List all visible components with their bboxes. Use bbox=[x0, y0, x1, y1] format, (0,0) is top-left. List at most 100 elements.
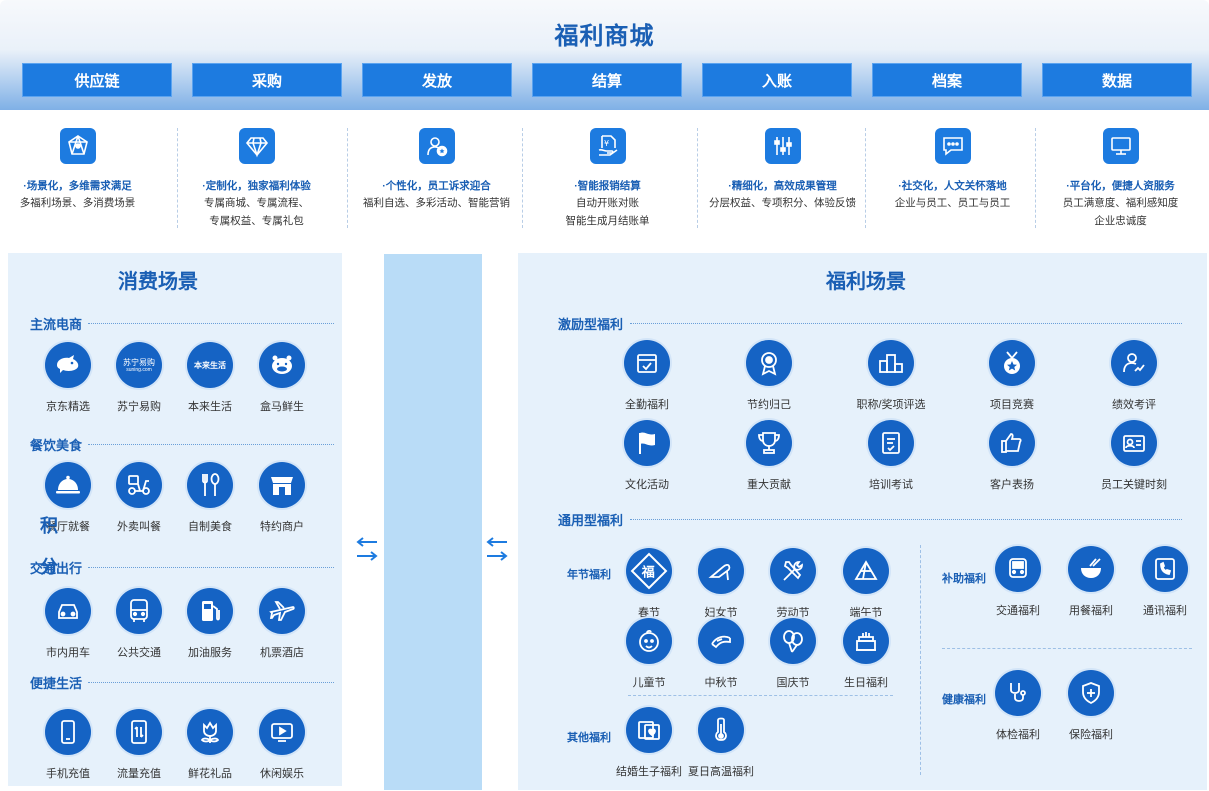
item-flowers[interactable]: 鲜花礼品 bbox=[165, 709, 255, 781]
item-telecom-subsidy[interactable]: 通讯福利 bbox=[1120, 546, 1209, 618]
nav-procurement[interactable]: 采购 bbox=[192, 63, 342, 97]
feature-desc: 福利自选、多彩活动、智能营销 bbox=[363, 197, 510, 209]
item-key-moment[interactable]: 员工关键时刻 bbox=[1089, 420, 1179, 492]
item-takeout[interactable]: 外卖叫餐 bbox=[94, 462, 184, 534]
item-fuel[interactable]: 加油服务 bbox=[165, 588, 255, 660]
item-project-contest[interactable]: 项目竞赛 bbox=[967, 340, 1057, 412]
user-star-icon bbox=[418, 128, 455, 164]
item-label: 流量充值 bbox=[117, 768, 161, 780]
item-label: 端午节 bbox=[849, 607, 883, 619]
item-bus[interactable]: 公共交通 bbox=[94, 588, 184, 660]
item-merchant[interactable]: 特约商户 bbox=[237, 462, 327, 534]
feature-reimburse: ¥ ·智能报销结算 自动开账对账 智能生成月结账单 bbox=[525, 128, 690, 230]
nav-supply-chain[interactable]: 供应链 bbox=[22, 63, 172, 97]
item-award-selection[interactable]: 职称/奖项评选 bbox=[846, 340, 936, 412]
item-car[interactable]: 市内用车 bbox=[23, 588, 113, 660]
feature-title: ·社交化，人文关怀落地 bbox=[898, 180, 1007, 192]
svg-text:¥: ¥ bbox=[604, 139, 609, 148]
item-birthday[interactable]: 生日福利 bbox=[821, 618, 911, 690]
page-title: 福利商城 bbox=[554, 23, 655, 50]
item-label: 鲜花礼品 bbox=[188, 768, 232, 780]
nav-data[interactable]: 数据 bbox=[1042, 63, 1192, 97]
item-meal-subsidy[interactable]: 用餐福利 bbox=[1046, 546, 1136, 618]
item-cooking[interactable]: 自制美食 bbox=[165, 462, 255, 534]
item-marriage[interactable]: 结婚生子福利 bbox=[604, 707, 694, 779]
item-hema[interactable]: 盒马鲜生 bbox=[237, 342, 327, 414]
item-label: 保险福利 bbox=[1069, 729, 1113, 741]
feature-title: ·定制化，独家福利体验 bbox=[202, 180, 311, 192]
divider bbox=[177, 128, 178, 228]
item-entertainment[interactable]: 休闲娱乐 bbox=[237, 709, 327, 781]
section-line bbox=[630, 323, 1182, 324]
item-performance[interactable]: 绩效考评 bbox=[1089, 340, 1179, 412]
item-label: 外卖叫餐 bbox=[117, 521, 161, 533]
section-line bbox=[88, 444, 334, 445]
flower-icon bbox=[187, 709, 233, 755]
item-label: 员工关键时刻 bbox=[1101, 479, 1167, 491]
item-checkup[interactable]: 体检福利 bbox=[973, 670, 1063, 742]
item-childrens-day[interactable]: 儿童节 bbox=[604, 618, 694, 690]
item-flight[interactable]: 机票酒店 bbox=[237, 588, 327, 660]
item-mid-autumn[interactable]: 中秋节 bbox=[676, 618, 766, 690]
item-label: 文化活动 bbox=[625, 479, 669, 491]
fork-spoon-icon bbox=[187, 462, 233, 508]
divider bbox=[697, 128, 698, 228]
item-label: 妇女节 bbox=[704, 607, 738, 619]
monitor-icon bbox=[1102, 128, 1139, 164]
item-culture[interactable]: 文化活动 bbox=[602, 420, 692, 492]
item-womens-day[interactable]: 妇女节 bbox=[676, 548, 766, 620]
item-benlai[interactable]: 本来生活 本来生活 bbox=[165, 342, 255, 414]
benlai-logo-text: 本来生活 bbox=[194, 360, 226, 370]
exchange-arrows-left bbox=[356, 537, 378, 561]
item-national-day[interactable]: 国庆节 bbox=[748, 618, 838, 690]
flag-icon bbox=[624, 420, 670, 466]
section-incentive: 激励型福利 bbox=[558, 317, 624, 332]
item-phone-topup[interactable]: 手机充值 bbox=[23, 709, 113, 781]
item-insurance[interactable]: 保险福利 bbox=[1046, 670, 1136, 742]
item-restaurant[interactable]: 餐厅就餐 bbox=[23, 462, 113, 534]
airplane-icon bbox=[259, 588, 305, 634]
shield-icon bbox=[1068, 670, 1114, 716]
feature-desc: 企业忠诚度 bbox=[1094, 215, 1147, 227]
item-summer-heat[interactable]: 夏日高温福利 bbox=[676, 707, 766, 779]
item-full-attendance[interactable]: 全勤福利 bbox=[602, 340, 692, 412]
welfare-title: 福利场景 bbox=[826, 271, 906, 293]
item-savings[interactable]: 节约归己 bbox=[724, 340, 814, 412]
item-spring-festival[interactable]: 福 春节 bbox=[604, 548, 694, 620]
item-dragon-boat[interactable]: 端午节 bbox=[821, 548, 911, 620]
nav-archive[interactable]: 档案 bbox=[872, 63, 1022, 97]
section-life: 便捷生活 bbox=[30, 676, 83, 691]
nav-settlement[interactable]: 结算 bbox=[532, 63, 682, 97]
item-labor-day[interactable]: 劳动节 bbox=[748, 548, 838, 620]
sub-other: 其他福利 bbox=[567, 732, 611, 744]
nav-distribution[interactable]: 发放 bbox=[362, 63, 512, 97]
item-label: 手机充值 bbox=[46, 768, 90, 780]
baby-face-icon bbox=[626, 618, 672, 664]
trophy-icon bbox=[746, 420, 792, 466]
telephone-icon bbox=[1142, 546, 1188, 592]
item-label: 生日福利 bbox=[844, 677, 888, 689]
section-transport: 交通出行 bbox=[30, 561, 83, 576]
shop-icon bbox=[259, 462, 305, 508]
certificate-icon bbox=[626, 707, 672, 753]
item-contribution[interactable]: 重大贡献 bbox=[724, 420, 814, 492]
star-medal-icon bbox=[989, 340, 1035, 386]
item-data-topup[interactable]: 流量充值 bbox=[94, 709, 184, 781]
item-label: 苏宁易购 bbox=[117, 401, 161, 413]
item-jd[interactable]: 京东精选 bbox=[23, 342, 113, 414]
feature-desc: 智能生成月结账单 bbox=[565, 215, 650, 227]
item-label: 盒马鲜生 bbox=[260, 401, 304, 413]
item-training[interactable]: 培训考试 bbox=[846, 420, 936, 492]
cloche-icon bbox=[45, 462, 91, 508]
divider bbox=[1035, 128, 1036, 228]
high-heel-icon bbox=[698, 548, 744, 594]
item-transport-subsidy[interactable]: 交通福利 bbox=[973, 546, 1063, 618]
item-label: 节约归己 bbox=[747, 399, 791, 411]
item-praise[interactable]: 客户表扬 bbox=[967, 420, 1057, 492]
nav-accounting[interactable]: 入账 bbox=[702, 63, 852, 97]
section-line bbox=[630, 519, 1182, 520]
feature-desc: 企业与员工、员工与员工 bbox=[894, 197, 1011, 209]
sub-health: 健康福利 bbox=[942, 694, 986, 706]
